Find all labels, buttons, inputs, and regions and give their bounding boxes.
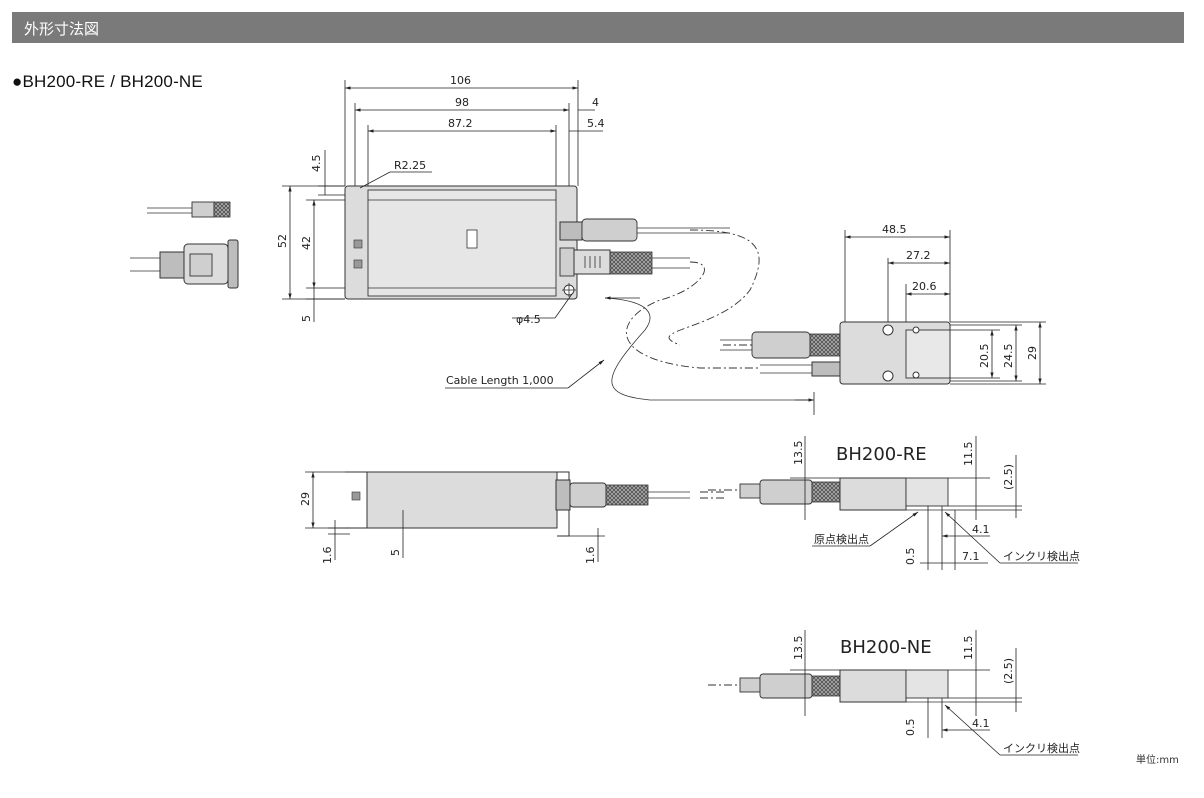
- dim-98: 98: [455, 96, 469, 109]
- connector-thumbnail-small: [147, 201, 231, 218]
- unit-note: 単位:mm: [1136, 755, 1179, 766]
- ne-increment-label: インクリ検出点: [1003, 741, 1080, 755]
- sensor-head-dimensions: 48.5 27.2 20.6 20.5 24.5 29: [844, 223, 1046, 385]
- side-view-dimensions: 29 1.6 5 1.6: [299, 471, 605, 565]
- connector-thumbnail-large: [130, 239, 239, 289]
- amplifier-top-view: [344, 185, 730, 300]
- ne-dim-0-5: 0.5: [904, 719, 917, 737]
- ne-head-view: [708, 669, 949, 703]
- ne-dim-2-5: (2.5): [1002, 658, 1015, 684]
- re-dim-4-1: 4.1: [972, 523, 990, 536]
- dim-4: 4: [592, 96, 599, 109]
- section-header-bar: 外形寸法図: [12, 12, 1184, 43]
- cable-path-lines: [604, 229, 810, 401]
- dim-52: 52: [276, 234, 289, 248]
- dim-20-5: 20.5: [978, 344, 991, 369]
- re-dim-11-5: 11.5: [962, 442, 975, 467]
- side-dim-1-6-right: 1.6: [584, 547, 597, 565]
- side-dim-5: 5: [389, 549, 402, 556]
- ne-dimensions: 13.5 11.5 (2.5) 4.1 0.5 インクリ検出点: [790, 630, 1080, 756]
- dim-24-5: 24.5: [1002, 344, 1015, 369]
- model-heading: ●BH200-RE / BH200-NE: [12, 72, 203, 91]
- dim-5-4: 5.4: [587, 117, 605, 130]
- re-dim-2-5: (2.5): [1002, 464, 1015, 490]
- re-dim-7-1: 7.1: [962, 550, 980, 563]
- ne-dim-4-1: 4.1: [972, 717, 990, 730]
- dim-4-5: 4.5: [310, 155, 323, 173]
- amplifier-side-view: [345, 471, 725, 537]
- dim-48-5: 48.5: [882, 223, 907, 236]
- ne-model-label: BH200-NE: [840, 637, 932, 658]
- re-dim-13-5: 13.5: [792, 441, 805, 466]
- dim-20-6: 20.6: [912, 280, 937, 293]
- re-dim-0-5: 0.5: [904, 548, 917, 566]
- ne-dim-13-5: 13.5: [792, 636, 805, 661]
- dim-r2-25: R2.25: [394, 159, 426, 172]
- dim-42: 42: [300, 236, 313, 250]
- re-head-view: [708, 477, 949, 511]
- side-dim-1-6-left: 1.6: [321, 547, 334, 565]
- section-title: 外形寸法図: [24, 20, 100, 38]
- re-model-label: BH200-RE: [836, 444, 927, 465]
- top-view-dimensions: 106 98 4 87.2 5.4 4.5 R2.25 52 42 5 φ: [276, 74, 815, 415]
- dim-phi-4-5: φ4.5: [516, 313, 541, 326]
- ne-dim-11-5: 11.5: [962, 636, 975, 661]
- dim-5: 5: [300, 315, 313, 322]
- side-dim-29: 29: [299, 492, 312, 506]
- re-increment-label: インクリ検出点: [1003, 549, 1080, 563]
- re-origin-label: 原点検出点: [814, 532, 869, 546]
- re-dimensions: 13.5 11.5 (2.5) 4.1 7.1 0.5 原点検出点 インクリ検出…: [790, 436, 1080, 570]
- dim-87-2: 87.2: [448, 117, 473, 130]
- dim-27-2: 27.2: [906, 249, 931, 262]
- dim-106: 106: [450, 74, 471, 87]
- dim-29-head: 29: [1026, 346, 1039, 360]
- sensor-head-top-view: [720, 321, 951, 385]
- cable-length-label: Cable Length 1,000: [446, 374, 554, 387]
